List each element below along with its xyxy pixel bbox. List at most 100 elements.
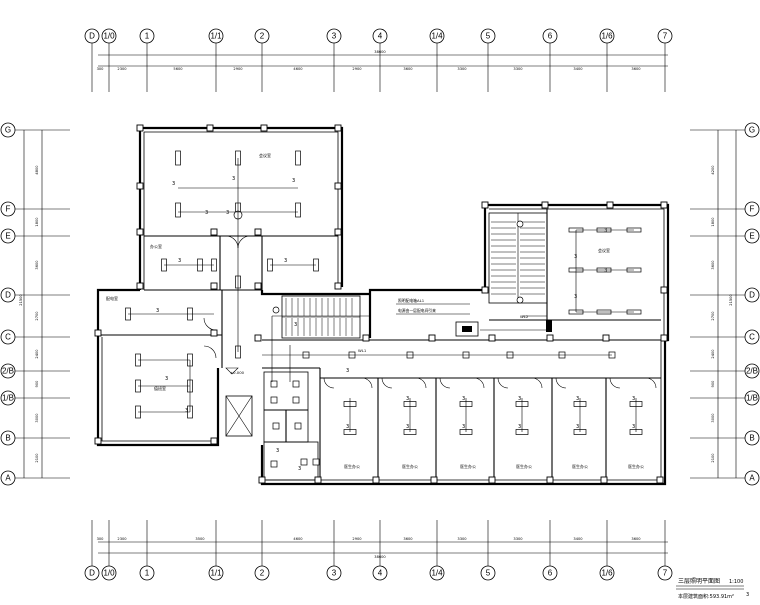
vertical-dimension-value: 2100: [35, 453, 39, 463]
ward-label-6: 医生办公: [628, 463, 644, 469]
axis-label: 6: [548, 569, 553, 578]
axis-label: 5: [486, 32, 491, 41]
vertical-dimension-value: 2400: [35, 349, 39, 359]
circuit-count: 3: [232, 176, 235, 182]
axis-label: C: [749, 333, 755, 342]
axis-bubble-left-5: 2/B: [0, 363, 16, 379]
vertical-dimension-value: 3000: [35, 413, 39, 423]
column: [210, 329, 218, 337]
axis-label: 1/4: [431, 32, 443, 41]
bottom-dimension-value: 3600: [631, 537, 641, 541]
axis-bubble-right-7: B: [744, 430, 760, 446]
ward-label-2: 医生办公: [402, 463, 418, 469]
circuit-label-1: WL1: [358, 348, 367, 353]
axis-label: 1/0: [103, 32, 115, 41]
vertical-dimension-value: 1800: [35, 217, 39, 227]
column: [660, 334, 668, 342]
light-fixture: [295, 202, 301, 218]
bottom-dimension-value: 3500: [195, 537, 205, 541]
bottom-dimension-value: 3300: [513, 537, 523, 541]
light-fixtures: [125, 150, 643, 468]
axis-bubble-right-5: 2/B: [744, 363, 760, 379]
axis-bubble-left-0: G: [0, 122, 16, 138]
axis-bubble-top-5: 3: [326, 28, 342, 44]
circuit-count: 3: [205, 210, 208, 216]
axis-bubble-top-4: 2: [254, 28, 270, 44]
axis-bubble-top-10: 1/6: [599, 28, 615, 44]
axis-bubble-bottom-4: 2: [254, 565, 270, 581]
axis-label: 1: [145, 569, 150, 578]
ceiling-light: [292, 396, 300, 404]
ceiling-light: [294, 422, 302, 430]
circuit-count: 3: [276, 448, 279, 454]
axis-bubble-right-3: D: [744, 287, 760, 303]
axis-bubble-right-2: E: [744, 228, 760, 244]
axis-label: 1/0: [103, 569, 115, 578]
axis-label: D: [5, 291, 11, 300]
column: [428, 334, 436, 342]
circuit-count: 3: [294, 322, 297, 328]
axis-label: G: [749, 126, 755, 135]
bottom-dimension-value: 2900: [352, 537, 362, 541]
room-labels: 会议室 办公室 配电室 值班室 会议室 医生办公 医生办公 医生办公 医生办公 …: [106, 152, 644, 469]
axis-label: 5: [486, 569, 491, 578]
circuit-count: 3: [576, 424, 579, 430]
axis-label: 4: [378, 32, 383, 41]
drawing-scale: 1:100: [729, 579, 743, 585]
drawing-title: 三层照明平面图: [678, 578, 720, 585]
circuit-count: 3: [632, 396, 635, 402]
axis-bubble-bottom-7: 1/4: [429, 565, 445, 581]
vertical-dimension-value: 900: [711, 380, 715, 388]
axis-bubble-top-6: 4: [372, 28, 388, 44]
column: [546, 334, 554, 342]
column: [254, 282, 262, 290]
vertical-dimension-value: 2700: [711, 311, 715, 321]
circuit-count: 3: [346, 424, 349, 430]
column: [94, 437, 102, 445]
axis-bubble-top-2: 1: [139, 28, 155, 44]
axis-label: 2/B: [2, 367, 14, 376]
vertical-total-dimension: 21500: [729, 294, 733, 306]
column: [210, 228, 218, 236]
axis-bubble-right-0: G: [744, 122, 760, 138]
axis-bubble-bottom-8: 5: [480, 565, 496, 581]
bottom-dimension-value: 300: [97, 537, 105, 541]
title-block: 三层照明平面图 1:100 本层建筑面积:593.91m² 3: [676, 578, 749, 600]
room-label-office: 办公室: [150, 243, 162, 249]
ceiling-light: [516, 296, 524, 304]
vertical-dimension-value: 3600: [711, 260, 715, 270]
axis-bubble-bottom-6: 4: [372, 565, 388, 581]
room-label-duty: 值班室: [154, 385, 166, 391]
top-dimension-value: 3600: [631, 67, 641, 71]
axis-bubble-bottom-1: 1/0: [101, 565, 117, 581]
axis-bubble-left-2: E: [0, 228, 16, 244]
vertical-total-dimension: 21500: [19, 294, 23, 306]
column: [210, 437, 218, 445]
column: [660, 286, 668, 294]
circuit-count: 3: [185, 408, 188, 414]
axis-bubble-right-8: A: [744, 470, 760, 486]
drawing-notes: 照明配电箱AL1 电源由一层配电间引来 ±0.000 WL1 WL2: [225, 298, 529, 375]
panel-note: 照明配电箱AL1: [398, 298, 425, 303]
vertical-dimension-value: 2700: [35, 311, 39, 321]
room-label-conference: 会议室: [259, 152, 271, 158]
axis-bubble-top-1: 1/0: [101, 28, 117, 44]
column: [372, 476, 380, 484]
axis-label: 1/B: [746, 394, 758, 403]
ward-label-1: 医生办公: [344, 463, 360, 469]
column: [136, 124, 144, 132]
axis-bubble-top-8: 5: [480, 28, 496, 44]
top-dimension-group: 38600 3002300560029004600290036003300330…: [97, 50, 668, 71]
column: [254, 228, 262, 236]
structural-columns: [94, 124, 668, 484]
circuit-count: 3: [406, 424, 409, 430]
axis-label: C: [5, 333, 11, 342]
axis-bubble-bottom-3: 1/1: [208, 565, 224, 581]
vertical-dimension-value: 900: [35, 380, 39, 388]
